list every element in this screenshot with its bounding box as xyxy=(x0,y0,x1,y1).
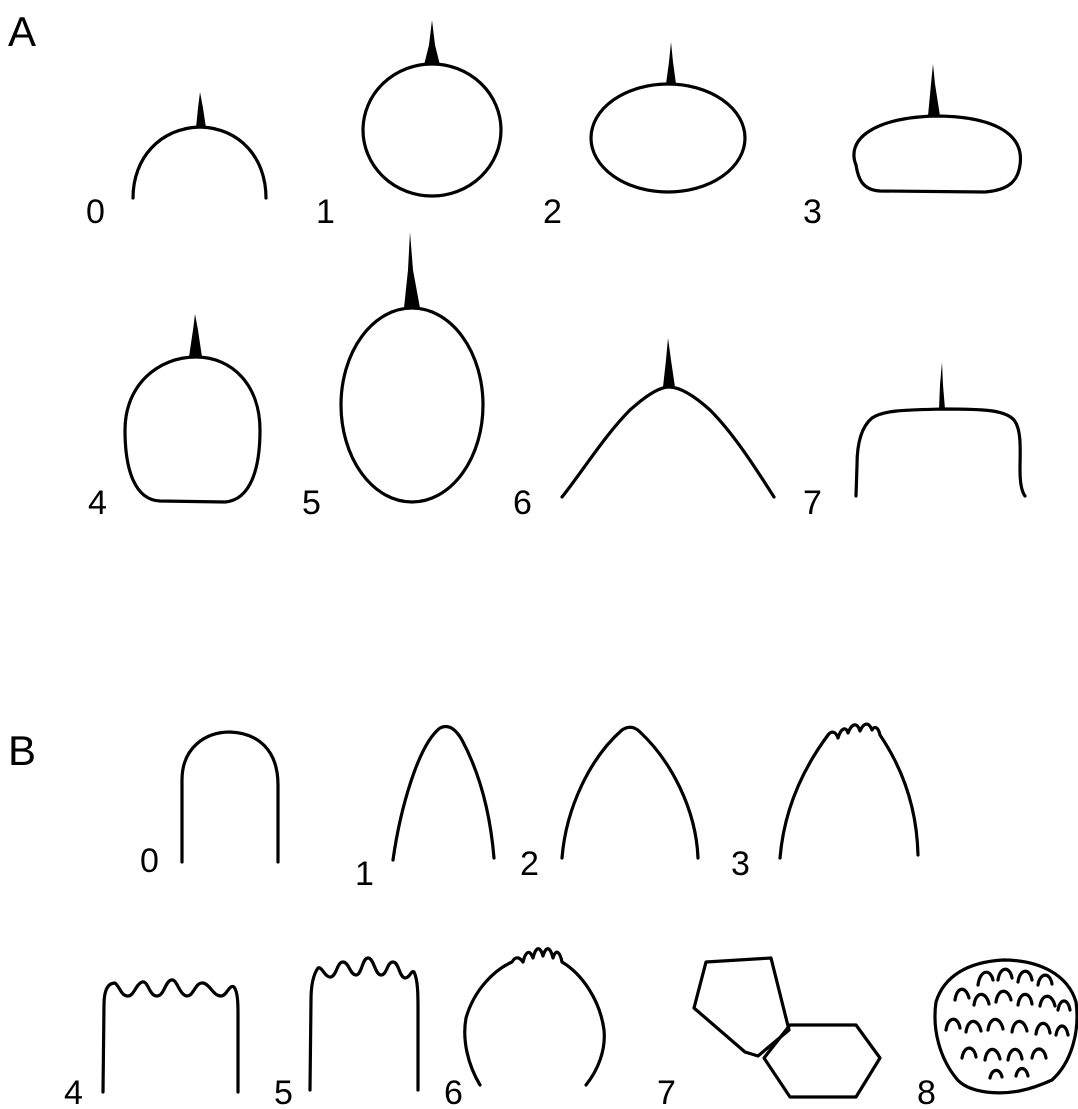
b-shape-0: 0 xyxy=(140,732,278,880)
b-label-3: 3 xyxy=(731,845,750,883)
b-shape-1: 1 xyxy=(355,727,494,894)
panel-b-label: B xyxy=(8,727,36,774)
a-shape-2: 2 xyxy=(543,42,745,231)
b-shape-3: 3 xyxy=(731,724,918,883)
a-shape-4: 4 xyxy=(88,314,260,522)
a-shape-5: 5 xyxy=(302,232,483,522)
b-shape-5: 5 xyxy=(274,958,418,1109)
b-label-8: 8 xyxy=(917,1074,936,1109)
b-label-0: 0 xyxy=(140,842,159,880)
b-label-4: 4 xyxy=(64,1074,83,1109)
b-label-6: 6 xyxy=(444,1074,463,1109)
panel-a-label: A xyxy=(8,8,36,55)
b-label-7: 7 xyxy=(657,1074,676,1109)
a-label-3: 3 xyxy=(803,193,822,231)
b-shape-2: 2 xyxy=(520,727,698,883)
a-label-0: 0 xyxy=(86,193,105,231)
panel-a: A 0 1 2 3 4 xyxy=(8,8,1025,522)
a-shape-6: 6 xyxy=(513,338,774,522)
b-label-2: 2 xyxy=(520,845,539,883)
b-shape-4: 4 xyxy=(64,980,238,1109)
a-label-1: 1 xyxy=(316,193,335,231)
a-label-6: 6 xyxy=(513,484,532,522)
b-label-1: 1 xyxy=(355,855,374,893)
b-shape-6: 6 xyxy=(444,949,604,1109)
a-shape-0: 0 xyxy=(86,92,266,231)
a-shape-1: 1 xyxy=(316,20,501,231)
a-shape-7: 7 xyxy=(803,362,1025,522)
b-shape-7: 7 xyxy=(657,958,880,1109)
a-label-4: 4 xyxy=(88,484,107,522)
a-label-7: 7 xyxy=(803,484,822,522)
b-shape-8: 8 xyxy=(917,960,1077,1109)
a-label-5: 5 xyxy=(302,484,321,522)
panel-b: B 0 1 2 3 4 5 xyxy=(8,724,1077,1109)
hooked-spinules xyxy=(946,969,1070,1078)
b-label-5: 5 xyxy=(274,1074,293,1109)
a-label-2: 2 xyxy=(543,193,562,231)
a-shape-3: 3 xyxy=(803,64,1020,231)
